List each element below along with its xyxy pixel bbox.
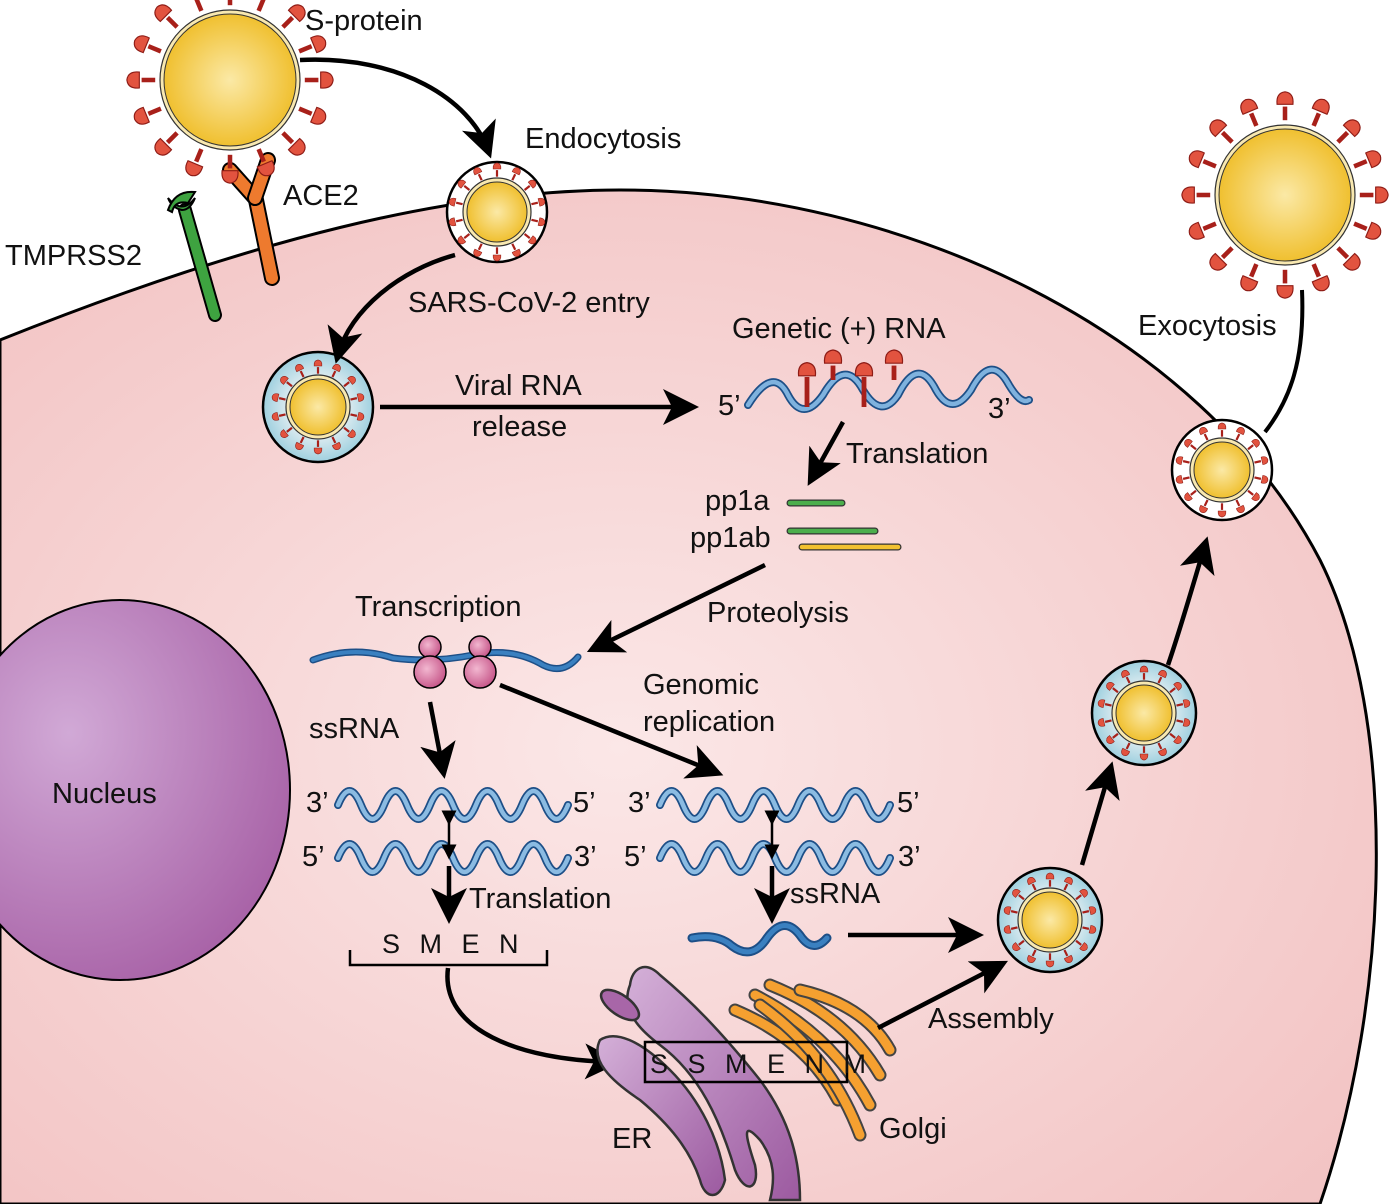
assembly-label: Assembly xyxy=(928,1003,1054,1035)
replicase-complex xyxy=(413,635,497,689)
arrow-genomic-replication xyxy=(499,682,724,779)
proteolysis-label: Proteolysis xyxy=(707,597,849,629)
arrow-to-exocytosis-pit xyxy=(1165,536,1215,666)
s-protein-label: S-protein xyxy=(305,5,423,37)
genetic-rna-label: Genetic (+) RNA xyxy=(732,313,946,345)
ssmenm-label: S S M E N M xyxy=(650,1049,872,1079)
translation-label-2: Translation xyxy=(469,883,611,915)
translation-label-1: Translation xyxy=(846,438,988,470)
virus-endosome xyxy=(261,350,375,464)
genomic-replication-label-1: Genomic xyxy=(643,669,759,701)
three-prime-label: 3’ xyxy=(988,393,1011,425)
ribosome-spikes xyxy=(797,349,904,407)
arrow-entry xyxy=(327,252,456,364)
exocytosis-label: Exocytosis xyxy=(1138,310,1277,342)
ds1-top-3: 3’ xyxy=(306,787,329,819)
arrow-to-endocytosis xyxy=(299,57,496,159)
ds2-top-3: 3’ xyxy=(628,787,651,819)
ds2-bot-5: 5’ xyxy=(624,841,647,873)
smen-bracket xyxy=(348,950,549,967)
virus-vesicle xyxy=(1090,659,1198,767)
virus-extracellular xyxy=(126,0,334,184)
transcription-label: Transcription xyxy=(355,591,522,623)
ds1-bot-3: 3’ xyxy=(574,841,597,873)
arrow-ssrna xyxy=(420,701,456,779)
ds1-bot-5: 5’ xyxy=(302,841,325,873)
ssrna-label-2: ssRNA xyxy=(790,878,881,910)
genomic-replication-label-2: replication xyxy=(643,706,775,738)
arrow-to-vesicle xyxy=(1079,761,1120,866)
viral-rna-release-label-1: Viral RNA xyxy=(455,370,582,402)
virus-endocytosis xyxy=(445,160,549,264)
exocytosis-line xyxy=(1263,289,1305,434)
virus-assembly xyxy=(996,866,1104,974)
arrow-to-assembly-2 xyxy=(876,960,1008,1030)
pp1ab-label: pp1ab xyxy=(690,522,771,554)
arrow-to-er xyxy=(445,967,621,1080)
entry-label: SARS-CoV-2 entry xyxy=(408,287,650,319)
virus-exocytosis xyxy=(1170,418,1274,522)
endocytosis-label: Endocytosis xyxy=(525,123,681,155)
ds1-top-5: 5’ xyxy=(573,787,596,819)
arrow-translation-1 xyxy=(807,420,845,486)
ds2-bot-3: 3’ xyxy=(898,841,921,873)
ds2-top-5: 5’ xyxy=(897,787,920,819)
pp1a-label: pp1a xyxy=(705,485,770,517)
tmprss2-receptor xyxy=(166,190,222,322)
ssmenm-box xyxy=(643,1040,849,1084)
golgi-label: Golgi xyxy=(879,1113,947,1145)
virus-released xyxy=(1181,91,1389,299)
nucleus-label: Nucleus xyxy=(52,778,157,810)
five-prime-label: 5’ xyxy=(718,390,741,422)
smen-label: S M E N xyxy=(382,929,525,959)
er-label: ER xyxy=(612,1123,652,1155)
nucleus xyxy=(0,599,291,981)
viral-rna-release-label-2: release xyxy=(472,411,567,443)
tmprss2-label: TMPRSS2 xyxy=(5,240,142,272)
arrow-proteolysis xyxy=(586,562,766,653)
ssrna-label-1: ssRNA xyxy=(309,713,400,745)
ace2-label: ACE2 xyxy=(283,180,359,212)
